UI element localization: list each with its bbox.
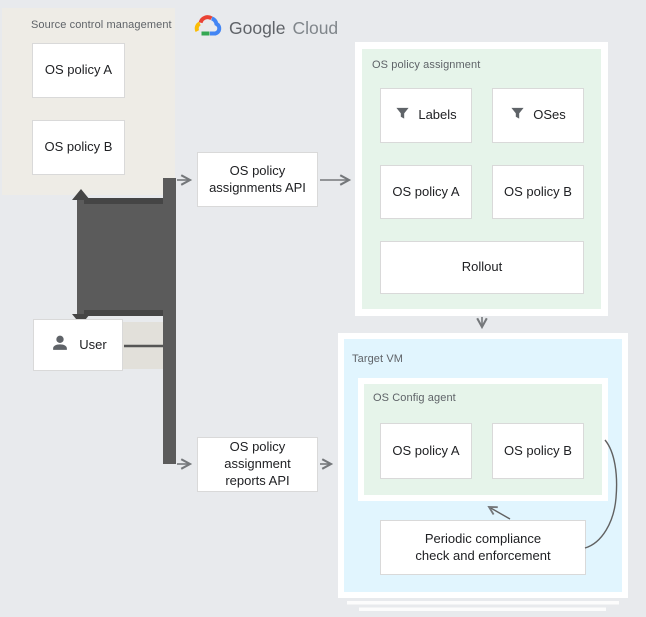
google-cloud-logo-icon: [192, 13, 222, 43]
filter-icon: [510, 106, 525, 126]
assignments-api-line1: OS policy: [229, 162, 286, 178]
agent-os-policy-a-label: OS policy A: [392, 442, 460, 458]
labels-box-label: Labels: [418, 107, 457, 123]
agent-os-policy-a: OS policy A: [380, 423, 472, 479]
assignment-os-policy-b: OS policy B: [492, 165, 584, 219]
periodic-line1: Periodic compliance: [424, 530, 542, 546]
reports-api-line1: OS policy: [229, 439, 286, 455]
oses-box: OSes: [492, 88, 584, 143]
periodic-line2: check and enforcement: [415, 547, 551, 563]
assignment-os-policy-b-label: OS policy B: [504, 183, 572, 199]
os-policy-assignments-api-box: OS policy assignments API: [197, 152, 318, 207]
assignments-api-line2: assignments API: [209, 179, 306, 195]
os-config-agent-container: OS Config agent OS policy A OS policy B: [358, 378, 608, 501]
google-cloud-logo: Google Cloud: [192, 13, 338, 43]
rollout-box: Rollout: [380, 241, 584, 294]
os-policy-assignment-label: OS policy assignment: [372, 59, 481, 71]
dark-connector-top-edge: [84, 198, 163, 204]
target-vm-container: Target VM OS Config agent OS policy A OS…: [338, 333, 628, 598]
vm-stack-bar-2: [359, 607, 606, 611]
user-box: User: [33, 319, 123, 371]
user-light-connector: [123, 322, 163, 369]
dark-connector-bottom-edge: [84, 310, 163, 316]
source-os-policy-b: OS policy B: [32, 120, 125, 175]
oses-box-label: OSes: [533, 107, 566, 123]
labels-box: Labels: [380, 88, 472, 143]
target-vm-label: Target VM: [352, 353, 404, 365]
source-control-label: Source control management: [31, 19, 172, 31]
assignment-os-policy-a-label: OS policy A: [392, 183, 460, 199]
assignment-os-policy-a: OS policy A: [380, 165, 472, 219]
source-os-policy-a-label: OS policy A: [44, 62, 113, 78]
vm-stack-bar-1: [347, 601, 619, 605]
os-policy-assignment-container: OS policy assignment Labels OSes OS: [355, 42, 608, 316]
logo-text-cloud: Cloud: [292, 17, 339, 38]
os-config-agent-label: OS Config agent: [373, 392, 456, 404]
source-control-container: Source control management OS policy A OS…: [2, 8, 175, 195]
rollout-label: Rollout: [461, 259, 503, 275]
filter-icon: [395, 106, 410, 126]
logo-text-google: Google: [229, 17, 286, 38]
source-os-policy-b-label: OS policy B: [44, 139, 113, 155]
os-config-agent-inner: OS Config agent OS policy A OS policy B: [364, 384, 602, 495]
periodic-compliance-box: Periodic compliance check and enforcemen…: [380, 520, 586, 575]
os-policy-assignment-inner: OS policy assignment Labels OSes OS: [362, 49, 601, 309]
target-vm-inner: Target VM OS Config agent OS policy A OS…: [344, 339, 622, 592]
user-label: User: [79, 336, 107, 352]
reports-api-line2: assignment: [224, 456, 291, 472]
source-os-policy-a: OS policy A: [32, 43, 125, 98]
dark-connector-block: [77, 198, 163, 316]
agent-os-policy-b: OS policy B: [492, 423, 584, 479]
user-icon: [49, 332, 71, 359]
agent-os-policy-b-label: OS policy B: [504, 442, 572, 458]
vertical-connector-bar: [163, 178, 176, 464]
reports-api-line3: reports API: [225, 472, 290, 488]
os-policy-assignment-reports-api-box: OS policy assignment reports API: [197, 437, 318, 492]
